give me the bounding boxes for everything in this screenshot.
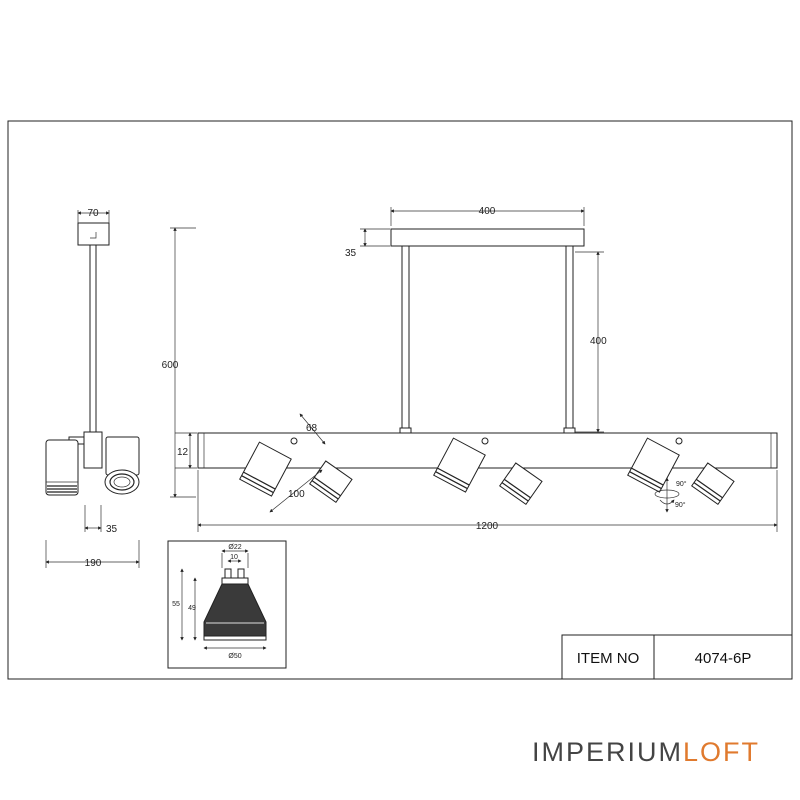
- rod-right: [565, 245, 574, 433]
- rotation-horizontal: 90°: [675, 501, 686, 509]
- bulb-dim-diameter: Ø50: [228, 653, 241, 660]
- side-view: 70 600 35 190: [45, 208, 196, 569]
- title-block: ITEM NO 4074-6P: [561, 634, 793, 680]
- side-spot-right: [105, 436, 140, 476]
- dim-canopy-width: 70: [87, 208, 99, 219]
- dim-spot-width: 68: [306, 423, 318, 434]
- spot-2-right: [499, 462, 543, 505]
- dim-side-offset: 35: [106, 524, 118, 535]
- brand-part-1: IMPERIUM: [532, 737, 683, 767]
- side-joint: [83, 431, 103, 469]
- item-no-label: ITEM NO: [577, 650, 640, 667]
- brand-watermark: IMPERIUMLOFT: [532, 737, 760, 767]
- bulb-dim-outer: Ø22: [228, 544, 241, 551]
- bulb-detail: Ø22 10 55 49 Ø50: [167, 540, 287, 669]
- spot-pair-2: [433, 437, 543, 505]
- dim-spot-length: 100: [288, 489, 305, 500]
- bulb-detail-frame: [167, 540, 287, 669]
- item-no-value: 4074-6P: [695, 650, 752, 667]
- rod-left: [401, 245, 410, 433]
- dim-bar-length: 1200: [476, 521, 499, 532]
- bulb-dim-inner: 10: [230, 554, 238, 561]
- dim-base-thickness: 35: [345, 248, 357, 259]
- dim-rod-length: 400: [590, 336, 607, 347]
- brand-part-2: LOFT: [683, 737, 760, 767]
- bulb-body: [203, 583, 267, 637]
- dim-total-height: 600: [162, 360, 179, 371]
- dim-base-length: 400: [479, 206, 496, 217]
- drawing-frame: [7, 120, 793, 680]
- side-canopy: [77, 222, 110, 246]
- side-rod: [89, 244, 97, 433]
- spot-2-left: [433, 437, 486, 493]
- bulb-dim-body: 49: [188, 605, 196, 612]
- spot-3-right: [691, 462, 735, 505]
- side-spot-left: [45, 439, 79, 496]
- rotation-vertical: 90°: [676, 480, 687, 488]
- rotation-icon: 90° 90°: [654, 477, 687, 513]
- front-view: 90° 90° 400 35 400 12 68 100 1200: [175, 206, 778, 532]
- dim-bar-height: 12: [177, 447, 189, 458]
- ceiling-base: [390, 228, 585, 247]
- bulb-dim-total: 55: [172, 601, 180, 608]
- dim-side-depth: 190: [85, 558, 102, 569]
